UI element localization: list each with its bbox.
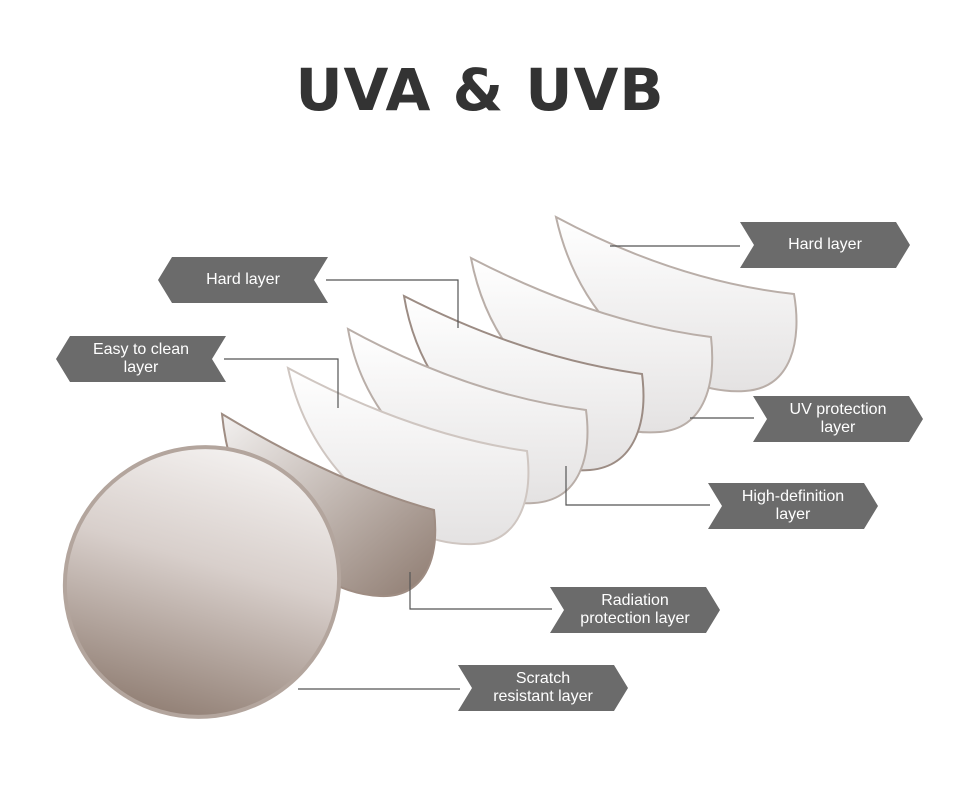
leader-radiation xyxy=(409,572,552,610)
page-title: UVA & UVB xyxy=(295,56,665,124)
lens-base-disc xyxy=(62,445,342,719)
tag-easy-to-clean: Easy to clean layer xyxy=(56,336,226,382)
leader-high-definition xyxy=(565,466,710,506)
leader-lines xyxy=(224,245,754,690)
tag-high-definition: High-definition layer xyxy=(708,483,878,529)
leader-hard-layer-left xyxy=(326,279,459,328)
tag-uv-protection: UV protection layer xyxy=(753,396,923,442)
tag-radiation-protection: Radiation protection layer xyxy=(550,587,720,633)
leader-easy-to-clean xyxy=(224,358,339,408)
tag-scratch-resistant: Scratch resistant layer xyxy=(458,665,628,711)
lens-layer-3 xyxy=(286,366,530,546)
tag-hard-layer-right: Hard layer xyxy=(740,222,910,268)
lens-layer-7 xyxy=(554,215,798,393)
tag-hard-layer-left: Hard layer xyxy=(158,257,328,303)
